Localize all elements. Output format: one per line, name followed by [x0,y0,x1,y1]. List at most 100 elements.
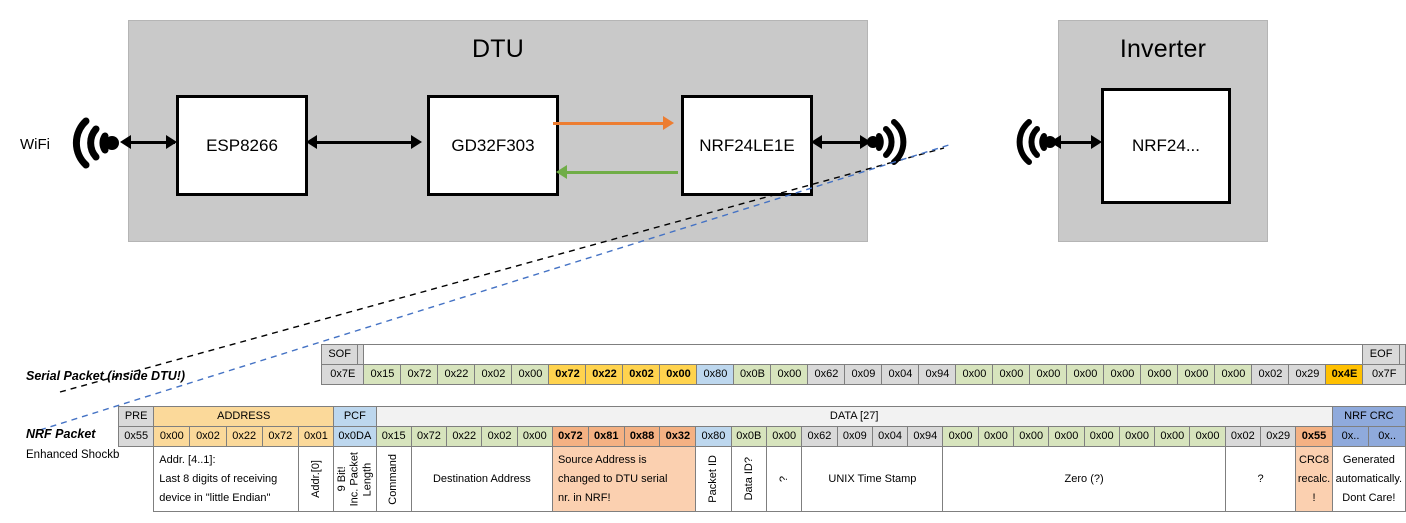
nrf-byte-cell: 0x00 [1048,426,1085,447]
nrf-byte-cell: 0x00 [1083,426,1120,447]
nrf-desc-addr0: Addr.[0] [297,446,335,512]
serial-byte-cell: 0x09 [844,364,883,385]
nrf-desc-unknown-2: ? [1224,446,1297,512]
nrf-byte-cell: 0x88 [623,426,661,447]
wifi-antenna-icon [72,117,119,169]
nrf-byte-cell: 0x00 [1013,426,1050,447]
arrowhead-left-downlink [556,165,567,179]
nrf-byte-cell: 0x55 [1295,426,1333,447]
arrowhead-right-inverter-nrf [1091,135,1102,149]
nrf-pcf-header: PCF [333,406,377,427]
nrf-pcf-value: 0x0DA [333,426,377,447]
nrf-pre-value: 0x55 [117,426,155,447]
nrf-desc-zero: Zero (?) [942,446,1226,512]
arrowhead-right-uplink [663,116,674,130]
nrf-byte-cell: 0x62 [801,426,838,447]
nrf-byte-cell: 0x00 [766,426,803,447]
nrf-byte-cell: 0x72 [410,426,448,447]
nrf-desc-destination-address: Destination Address [410,446,553,512]
nrf-byte-cell: 0x02 [1224,426,1262,447]
nrf-address-byte: 0x00 [153,426,191,447]
serial-packet-row-label: Serial Packet (inside DTU!) [26,369,186,383]
nrf-byte-cell: 0x00 [516,426,553,447]
serial-sof-header: SOF [320,344,359,365]
chip-nrf24le1e: NRF24LE1E [681,95,813,196]
serial-eof-header-pad [1398,344,1406,365]
nrf-byte-cell: 0x00 [1154,426,1191,447]
serial-byte-cell: 0x15 [363,364,402,385]
arrowhead-left-inverter-ant [1050,135,1061,149]
serial-byte-cell: 0x22 [437,364,476,385]
nrf-byte-cell: 0x04 [871,426,909,447]
nrf-crc-byte: 0x.. [1368,426,1406,447]
chip-esp8266-label: ESP8266 [206,135,278,155]
serial-byte-cell: 0x80 [696,364,735,385]
serial-sof-value: 0x7E [320,364,365,385]
nrf-crc-header: NRF CRC [1331,406,1406,427]
inverter-title: Inverter [1119,35,1207,63]
serial-byte-cell: 0x02 [1251,364,1290,385]
nrf-packet-row-label: NRF Packet [26,427,96,441]
serial-byte-cell: 0x62 [807,364,846,385]
link-wifi-esp [125,141,175,144]
dtu-radio-antenna-icon [867,119,907,165]
serial-byte-cell: 0x94 [918,364,957,385]
nrf-byte-cell: 0x0B [730,426,768,447]
nrf-address-byte: 0x22 [225,426,263,447]
chip-nrf24-inverter-label: NRF24... [1131,136,1201,155]
link-nrf-antenna [818,141,866,144]
nrf-pre-header: PRE [117,406,155,427]
arrowhead-left-nrf [811,135,822,149]
nrf-byte-cell: 0x94 [907,426,944,447]
serial-byte-cell: 0x04 [881,364,920,385]
nrf-data-header: DATA [27] [375,406,1333,427]
nrf-byte-cell: 0x00 [977,426,1015,447]
serial-eof-header: EOF [1362,344,1400,365]
serial-byte-cell: 0x00 [955,364,994,385]
arrowhead-left-esp2 [306,135,317,149]
link-gd32-nrf-uplink [553,122,665,125]
chip-nrf24-inverter: NRF24... [1101,88,1231,204]
nrf-byte-cell: 0x00 [942,426,979,447]
serial-byte-cell: 0x00 [1214,364,1253,385]
arrowhead-right-esp [166,135,177,149]
arrowhead-right-antenna [860,135,871,149]
chip-esp8266: ESP8266 [176,95,308,196]
nrf-byte-cell: 0x81 [587,426,625,447]
link-nrf-gd32-downlink [566,171,678,174]
nrf-desc-unix-timestamp: UNIX Time Stamp [801,446,944,512]
nrf-byte-cell: 0x00 [1118,426,1156,447]
serial-eof-value: 0x7F [1362,364,1406,385]
serial-byte-cell: 0x29 [1288,364,1327,385]
arrowhead-right-gd32 [411,135,422,149]
serial-byte-cell: 0x00 [1103,364,1142,385]
nrf-crc-byte: 0x.. [1331,426,1370,447]
packet-tables: Serial Packet (inside DTU!) NRF Packet E… [0,332,1406,523]
serial-byte-cell: 0x02 [474,364,513,385]
serial-byte-cell: 0x00 [992,364,1031,385]
serial-byte-cell: 0x02 [622,364,661,385]
nrf-desc-data-id: Data ID? [730,446,768,512]
nrf-byte-cell: 0x72 [551,426,589,447]
nrf-byte-cell: 0x02 [481,426,518,447]
chip-gd32f303: GD32F303 [427,95,559,196]
wifi-label: WiFi [20,136,50,153]
serial-byte-cell: 0x0B [733,364,772,385]
nrf-address-byte: 0x02 [189,426,227,447]
nrf-byte-cell: 0x15 [375,426,412,447]
nrf-byte-cell: 0x00 [1189,426,1226,447]
serial-packet-header-row: SOF EOF [320,344,1406,365]
link-esp-gd32 [313,141,417,144]
nrf-packet-sub-label: Enhanced Shockburst [26,449,139,461]
serial-byte-cell: 0x00 [1177,364,1216,385]
arrowhead-left-wifi [120,135,131,149]
serial-byte-cell: 0x00 [1066,364,1105,385]
serial-byte-cell: 0x4E [1325,364,1364,385]
